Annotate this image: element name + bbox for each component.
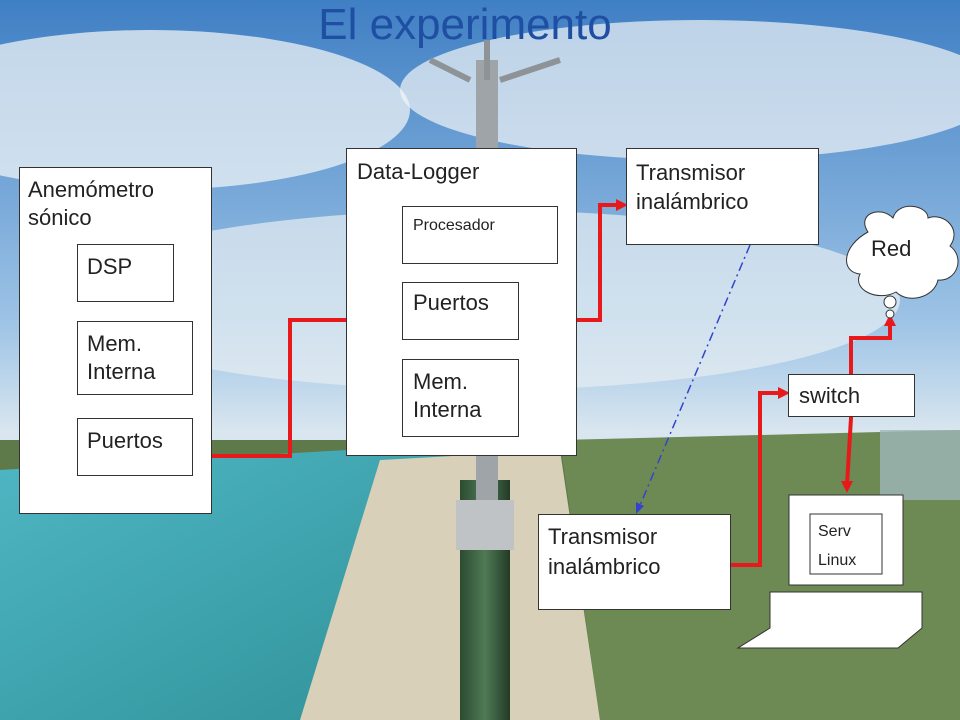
transmisor-top-box: Transmisor inalámbrico [626, 148, 819, 245]
link-transmisor-to-switch [731, 391, 784, 567]
server-computer [736, 494, 923, 649]
page-title: El experimento [318, 0, 612, 49]
switch-box: switch [788, 374, 915, 417]
procesador-label: Procesador [413, 217, 495, 234]
datalogger-mem-line2: Interna [413, 397, 482, 422]
server-label-line1: Serv [818, 523, 851, 540]
datalogger-mem-line1: Mem. [413, 369, 468, 394]
dsp-label: DSP [87, 254, 133, 279]
transmisor-bottom-line1: Transmisor [548, 524, 658, 549]
anemometro-title-line1: Anemómetro [28, 177, 154, 202]
datalogger-puertos-box: Puertos [402, 282, 519, 340]
anemometro-title-line2: sónico [28, 205, 92, 230]
wireless-link [636, 244, 751, 514]
transmisor-bottom-box: Transmisor inalámbrico [538, 514, 731, 610]
anemometro-puertos-box: Puertos [77, 418, 193, 476]
anemometro-mem-line2: Interna [87, 359, 156, 384]
datalogger-title: Data-Logger [357, 159, 480, 184]
procesador-box: Procesador [402, 206, 558, 264]
switch-label: switch [799, 383, 861, 408]
anemometro-mem-box: Mem. Interna [77, 321, 193, 395]
red-cloud-shape [846, 205, 959, 319]
link-anemometer-to-datalogger [194, 318, 396, 458]
transmisor-top-line2: inalámbrico [636, 189, 749, 214]
datalogger-puertos-label: Puertos [413, 290, 489, 315]
anemometro-mem-line1: Mem. [87, 331, 142, 356]
server-label-line2: Linux [818, 552, 857, 569]
link-server-switch-red [845, 320, 892, 486]
transmisor-bottom-line2: inalámbrico [548, 554, 661, 579]
dsp-box: DSP [77, 244, 174, 302]
transmisor-top-line1: Transmisor [636, 160, 746, 185]
red-label: Red [871, 236, 912, 261]
anemometro-puertos-label: Puertos [87, 428, 163, 453]
datalogger-mem-box: Mem. Interna [402, 359, 519, 437]
